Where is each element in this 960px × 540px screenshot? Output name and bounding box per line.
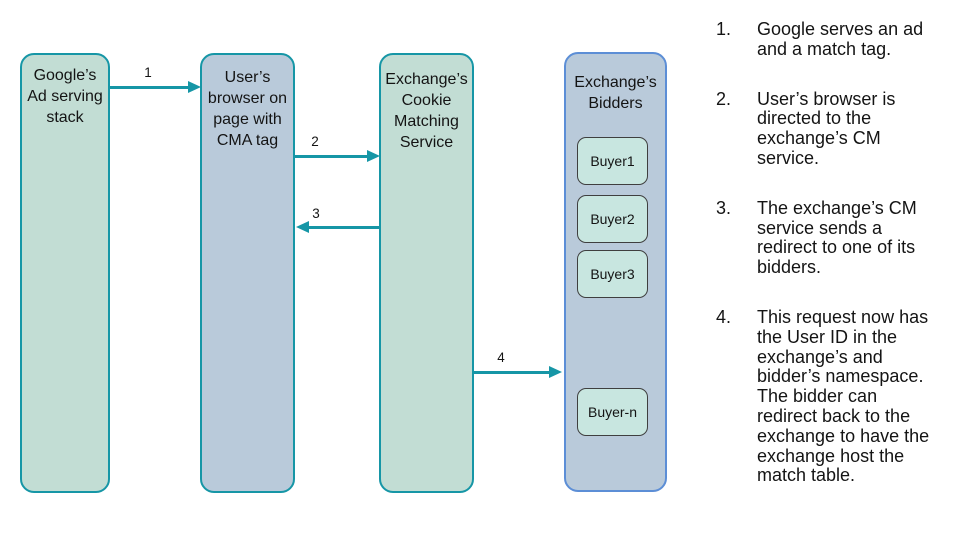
arrow1-line — [109, 86, 189, 89]
step-text: User’s browser is directed to the exchan… — [757, 88, 896, 168]
step-number: 2. — [716, 88, 732, 109]
step-item-4: 4. This request now has the User ID in t… — [716, 306, 950, 486]
step-text: Google serves an ad and a match tag. — [757, 19, 924, 59]
buyer2-box: Buyer2 — [577, 195, 648, 243]
arrow1-head-icon — [188, 81, 201, 93]
buyer1-box: Buyer1 — [577, 137, 648, 185]
lane-google-label: Google’s Ad serving stack — [27, 67, 103, 126]
lane-cms-label: Exchange’s Cookie Matching Service — [385, 71, 468, 151]
step-number: 3. — [716, 197, 732, 218]
arrow1-label: 1 — [144, 65, 152, 80]
step-item-1: 1. Google serves an ad and a match tag. — [716, 19, 950, 60]
lane-cookie-matching-service: Exchange’s Cookie Matching Service — [379, 53, 474, 493]
arrow3-label: 3 — [312, 206, 320, 221]
arrow2-head-icon — [367, 150, 380, 162]
step-text: The exchange’s CM service sends a redire… — [757, 197, 917, 278]
arrow4-label: 4 — [497, 350, 505, 365]
arrow4-line — [474, 371, 550, 374]
arrow3-head-icon — [296, 221, 309, 233]
step-list: 1. Google serves an ad and a match tag. … — [716, 19, 950, 516]
lane-bidders-label: Exchange’s Bidders — [574, 74, 657, 112]
lane-users-browser: User’s browser on page with CMA tag — [200, 53, 295, 493]
buyer3-box: Buyer3 — [577, 250, 648, 298]
arrow2-label: 2 — [311, 134, 319, 149]
lane-browser-label: User’s browser on page with CMA tag — [207, 69, 288, 149]
step-number: 4. — [716, 306, 732, 327]
step-number: 1. — [716, 19, 732, 39]
lane-google-ad-serving-stack: Google’s Ad serving stack — [20, 53, 110, 493]
arrow4-head-icon — [549, 366, 562, 378]
lane-exchange-bidders: Exchange’s Bidders Buyer1 Buyer2 Buyer3 … — [564, 52, 667, 492]
step-text: This request now has the User ID in the … — [757, 306, 930, 486]
arrow2-line — [295, 155, 368, 158]
buyer-n-box: Buyer-n — [577, 388, 648, 436]
step-item-3: 3. The exchange’s CM service sends a red… — [716, 197, 950, 278]
arrow3-line — [309, 226, 380, 229]
step-item-2: 2. User’s browser is directed to the exc… — [716, 88, 950, 169]
